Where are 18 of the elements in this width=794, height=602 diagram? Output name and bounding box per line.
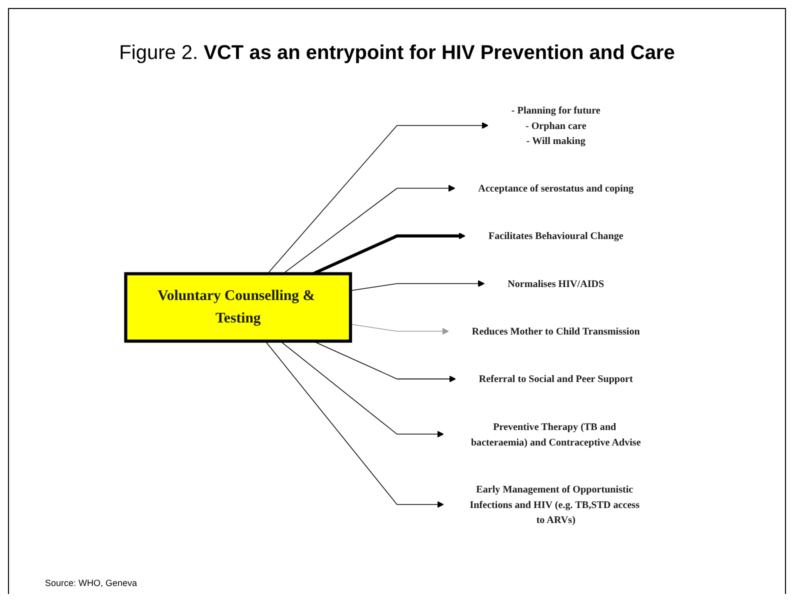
node-text: Early Management of Opportunistic Infections and HIV (e.g. TB,STD access to ARVs) [470,483,640,526]
source-note: Source: WHO, Geneva [45,578,138,588]
node-text: Preventive Therapy (TB and bacteraemia) and Contraceptive Advise [470,420,641,448]
node-text: Acceptance of serostatus and coping [478,182,634,194]
node-text: Facilitates Behavioural Change [488,230,624,242]
node-text: Referral to Social and Peer Support [478,372,633,385]
flow-diagram: Voluntary Counselling & Testing - Planning for future - Orphan care - Will making Acceptance of serostatus and coping Facilitates Behavioural Change Normalises HIV/AIDS Reduces Mother to Child Transmission Referral to Social and Peer Support Preventive Therapy (TB and bacteraemia) and Contraceptive Advise Early Management of Opportunistic Infections and HIV (e.g. TB,STD access to ARVs) [20,85,774,545]
arrow [264,340,444,508]
node-text: - Planning for future - Orphan care - Will making [511,104,600,146]
node-text: Reduces Mother to Child Transmission [472,325,640,337]
figure-title: Figure 2. VCT as an entrypoint for HIV Prevention and Care [119,42,675,65]
arrow [350,324,449,335]
arrow [280,340,444,438]
node-text: Normalises HIV/AIDS [508,278,604,290]
arrow [282,184,456,274]
arrow [350,280,485,291]
arrow [267,122,488,274]
node-box [124,272,352,343]
